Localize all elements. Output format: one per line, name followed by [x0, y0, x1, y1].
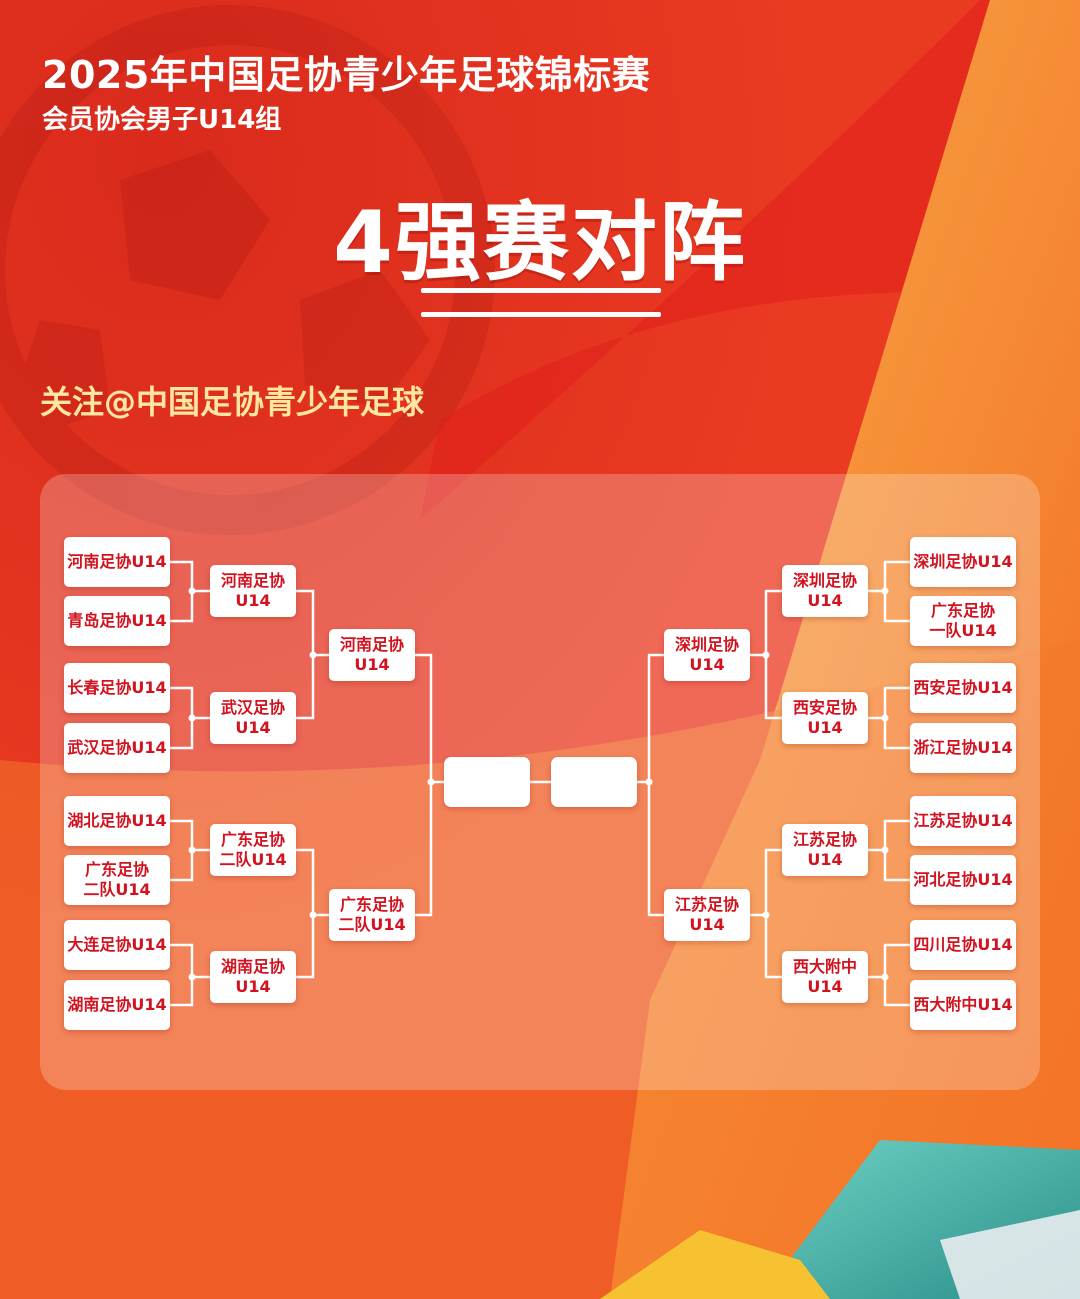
team-box: 湖北足协U14	[64, 796, 170, 846]
quarterfinal-team-box: 河南足协 U14	[210, 565, 296, 617]
team-box: 西安足协U14	[910, 663, 1016, 713]
quarterfinal-team-box: 江苏足协 U14	[782, 824, 868, 876]
quarterfinal-team-box: 湖南足协 U14	[210, 951, 296, 1003]
event-title: 2025年中国足协青少年足球锦标赛	[42, 53, 651, 97]
team-box: 广东足协 二队U14	[64, 855, 170, 905]
team-box: 湖南足协U14	[64, 980, 170, 1030]
round-title: 4强赛对阵	[333, 193, 747, 293]
semifinal-team-box: 广东足协 二队U14	[329, 889, 415, 941]
semifinal-team-box: 深圳足协 U14	[664, 629, 750, 681]
semifinal-team-box: 河南足协 U14	[329, 629, 415, 681]
event-subtitle: 会员协会男子U14组	[42, 105, 282, 135]
team-box: 广东足协 一队U14	[910, 596, 1016, 646]
team-box: 武汉足协U14	[64, 723, 170, 773]
team-box: 长春足协U14	[64, 663, 170, 713]
team-box: 西大附中U14	[910, 980, 1016, 1030]
quarterfinal-team-box: 深圳足协 U14	[782, 565, 868, 617]
semifinal-team-box: 江苏足协 U14	[664, 889, 750, 941]
quarterfinal-team-box: 西大附中 U14	[782, 951, 868, 1003]
final-slot-left	[444, 757, 530, 807]
team-box: 四川足协U14	[910, 920, 1016, 970]
team-box: 深圳足协U14	[910, 537, 1016, 587]
team-box: 河南足协U14	[64, 537, 170, 587]
team-box: 浙江足协U14	[910, 723, 1016, 773]
bracket-panel	[40, 474, 1040, 1090]
team-box: 青岛足协U14	[64, 596, 170, 646]
team-box: 河北足协U14	[910, 855, 1016, 905]
final-slot-right	[551, 757, 637, 807]
team-box: 大连足协U14	[64, 920, 170, 970]
team-box: 江苏足协U14	[910, 796, 1016, 846]
quarterfinal-team-box: 西安足协 U14	[782, 692, 868, 744]
follow-text: 关注@中国足协青少年足球	[40, 383, 425, 421]
title-divider-top	[421, 288, 661, 293]
quarterfinal-team-box: 武汉足协 U14	[210, 692, 296, 744]
title-divider-bottom	[421, 312, 661, 317]
quarterfinal-team-box: 广东足协 二队U14	[210, 824, 296, 876]
